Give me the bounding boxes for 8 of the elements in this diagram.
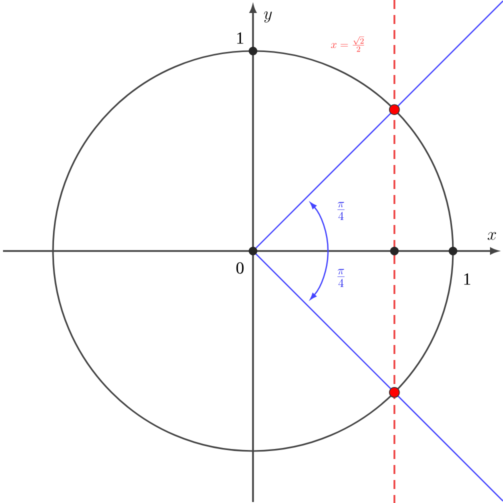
axis-label: $x$ bbox=[488, 232, 496, 240]
angle-label: $\frac{\pi}{4}$ bbox=[337, 269, 345, 287]
origin-label: 0 bbox=[236, 262, 244, 274]
tick-label: 1 bbox=[237, 32, 244, 44]
axis-label: $y$ bbox=[264, 11, 272, 23]
tick-label: 1 bbox=[464, 273, 470, 285]
angle-label: $\frac{\pi}{4}$ bbox=[337, 202, 345, 220]
line-equation: $x = \frac{\sqrt{2}}{2}$ bbox=[331, 36, 364, 52]
